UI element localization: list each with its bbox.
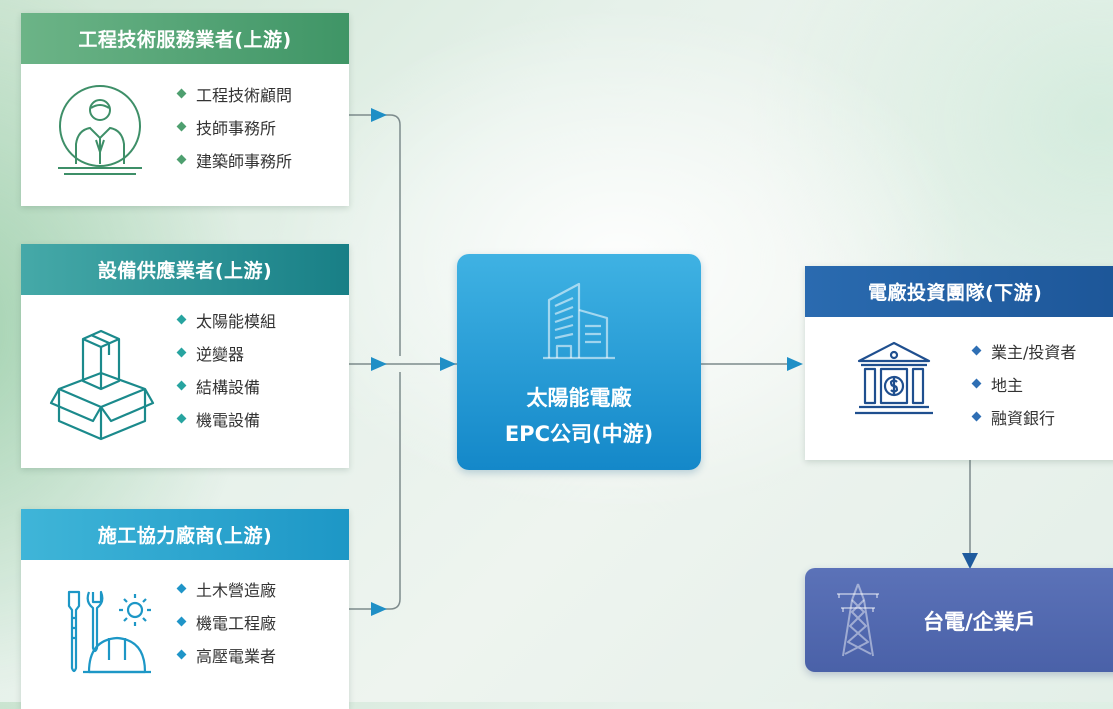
- card-title: 設備供應業者(上游): [21, 244, 349, 295]
- arrow-equipment-icon: [371, 357, 387, 371]
- list-item: 業主/投資者: [971, 334, 1076, 367]
- upstream-construction-card: 施工協力廠商(上游) 土木營造廠 機電工程廠 高壓電業者: [21, 509, 349, 709]
- downstream-investor-card: 電廠投資團隊(下游) 業主/投資者 地主 融資銀行: [805, 266, 1113, 460]
- epc-title-line1: 太陽能電廠: [526, 386, 632, 410]
- upstream-equipment-card: 設備供應業者(上游) 太陽能模組 逆變器 結構設備 機電設備: [21, 244, 349, 468]
- connector-construction: [349, 372, 401, 610]
- engineering-items: 工程技術顧問 技師事務所 建築師事務所: [176, 77, 292, 176]
- epc-title-line2: EPC公司(中游): [504, 422, 654, 446]
- card-title: 電廠投資團隊(下游): [805, 266, 1113, 317]
- downstream-items: 業主/投資者 地主 融資銀行: [971, 334, 1076, 433]
- card-title: 施工協力廠商(上游): [21, 509, 349, 560]
- list-item: 高壓電業者: [176, 638, 276, 671]
- card-title: 工程技術服務業者(上游): [21, 13, 349, 64]
- midstream-epc-box: 太陽能電廠 EPC公司(中游): [457, 254, 701, 470]
- bank-icon: [853, 339, 935, 425]
- list-item: 結構設備: [176, 369, 276, 402]
- building-icon: [541, 280, 617, 364]
- arrow-into-grid-icon: [962, 553, 978, 569]
- arrow-into-downstream-icon: [787, 357, 803, 371]
- list-item: 土木營造廠: [176, 572, 276, 605]
- list-item: 建築師事務所: [176, 143, 292, 176]
- arrow-into-epc-icon: [440, 357, 456, 371]
- upstream-engineering-card: 工程技術服務業者(上游) 工程技術顧問 技師事務所 建築師事務所: [21, 13, 349, 206]
- arrow-construction-icon: [371, 602, 387, 616]
- list-item: 地主: [971, 367, 1076, 400]
- grid-customer-label: 台電/企業戶: [923, 610, 1036, 634]
- list-item: 工程技術顧問: [176, 77, 292, 110]
- tools-helmet-icon: [63, 588, 159, 682]
- list-item: 融資銀行: [971, 400, 1076, 433]
- taipower-enterprise-box: 台電/企業戶: [805, 568, 1113, 672]
- list-item: 機電工程廠: [176, 605, 276, 638]
- boxes-icon: [49, 325, 155, 449]
- list-item: 太陽能模組: [176, 303, 276, 336]
- consultant-icon: [54, 82, 150, 186]
- equipment-items: 太陽能模組 逆變器 結構設備 機電設備: [176, 303, 276, 435]
- transmission-tower-icon: [835, 582, 881, 662]
- connector-engineering: [349, 114, 401, 356]
- list-item: 逆變器: [176, 336, 276, 369]
- arrow-engineering-icon: [371, 108, 387, 122]
- list-item: 機電設備: [176, 402, 276, 435]
- construction-items: 土木營造廠 機電工程廠 高壓電業者: [176, 572, 276, 671]
- list-item: 技師事務所: [176, 110, 292, 143]
